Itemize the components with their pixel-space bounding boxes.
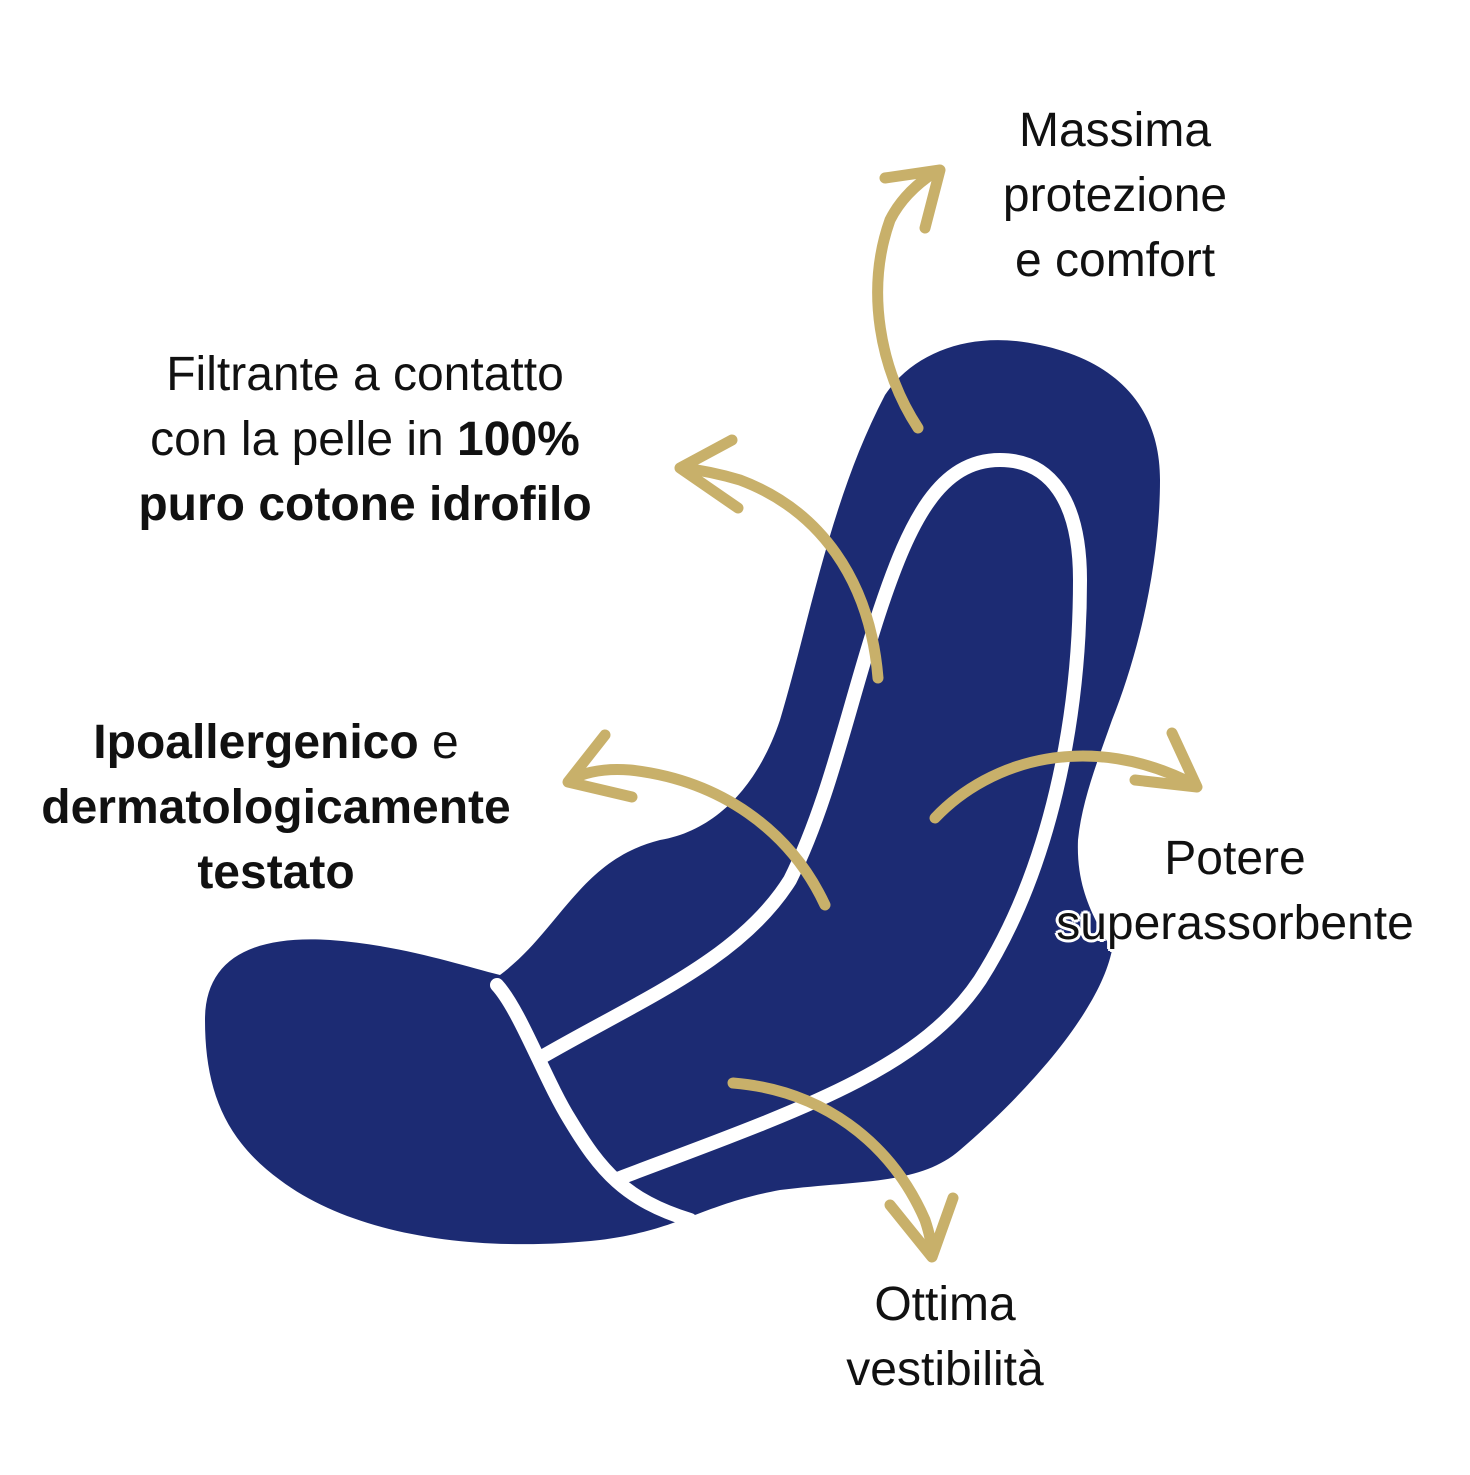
protection-line1: Massima: [1018, 104, 1212, 157]
hypoallergenic-line2: dermatologicamente: [0, 775, 552, 840]
arrow-absorbent: [929, 750, 1201, 824]
protection-line3: e comfort: [1014, 234, 1216, 287]
protection-line2: protezione: [1002, 169, 1228, 222]
filtering-line1: Filtrante a contatto: [166, 348, 564, 401]
arrow-fit: [727, 1077, 938, 1261]
filtering-line3: puro cotone idrofilo: [95, 472, 635, 537]
inner-channel-outline: [533, 452, 1088, 1185]
arrowhead-absorbent-icon: [1129, 727, 1203, 793]
absorbent-line1: Potere: [1164, 832, 1306, 885]
hypoallergenic-line3: testato: [0, 840, 552, 905]
label-hypoallergenic: Ipoallergenico e dermatologicamente test…: [0, 710, 552, 905]
arrow-hypoallergenic: [564, 764, 831, 911]
label-fit: Ottima vestibilità: [800, 1272, 1090, 1402]
arrowhead-protection-icon: [879, 164, 946, 234]
fit-line2: vestibilità: [846, 1343, 1044, 1396]
filtering-line3-bold: puro cotone idrofilo: [138, 478, 592, 531]
hypoallergenic-line3-bold: testato: [197, 846, 355, 899]
wing-fold-line: [490, 978, 697, 1227]
arrowhead-hypoallergenic-icon: [562, 729, 638, 803]
hypoallergenic-line1-regular: e: [418, 716, 459, 769]
absorbent-line2: superassorbente: [1056, 897, 1414, 950]
arrow-filtering: [676, 462, 884, 684]
label-protection: Massima protezione e comfort: [940, 98, 1290, 293]
label-filtering: Filtrante a contatto con la pelle in 100…: [95, 342, 635, 537]
hypoallergenic-line2-bold: dermatologicamente: [41, 781, 511, 834]
arrow-protection: [872, 166, 941, 434]
pad-body: [205, 340, 1160, 1245]
filtering-line2-bold: 100%: [457, 413, 580, 466]
fit-line1: Ottima: [874, 1278, 1016, 1331]
filtering-line2-regular: con la pelle in: [150, 413, 458, 466]
hypoallergenic-line1-bold: Ipoallergenico: [93, 716, 419, 769]
arrows-group: [562, 164, 1203, 1263]
arrowhead-filtering-icon: [674, 434, 744, 514]
hypoallergenic-line1: Ipoallergenico e: [0, 710, 552, 775]
label-absorbent: Potere superassorbente: [1010, 826, 1460, 956]
filtering-line2: con la pelle in 100%: [95, 407, 635, 472]
arrowhead-fit-icon: [884, 1192, 959, 1263]
